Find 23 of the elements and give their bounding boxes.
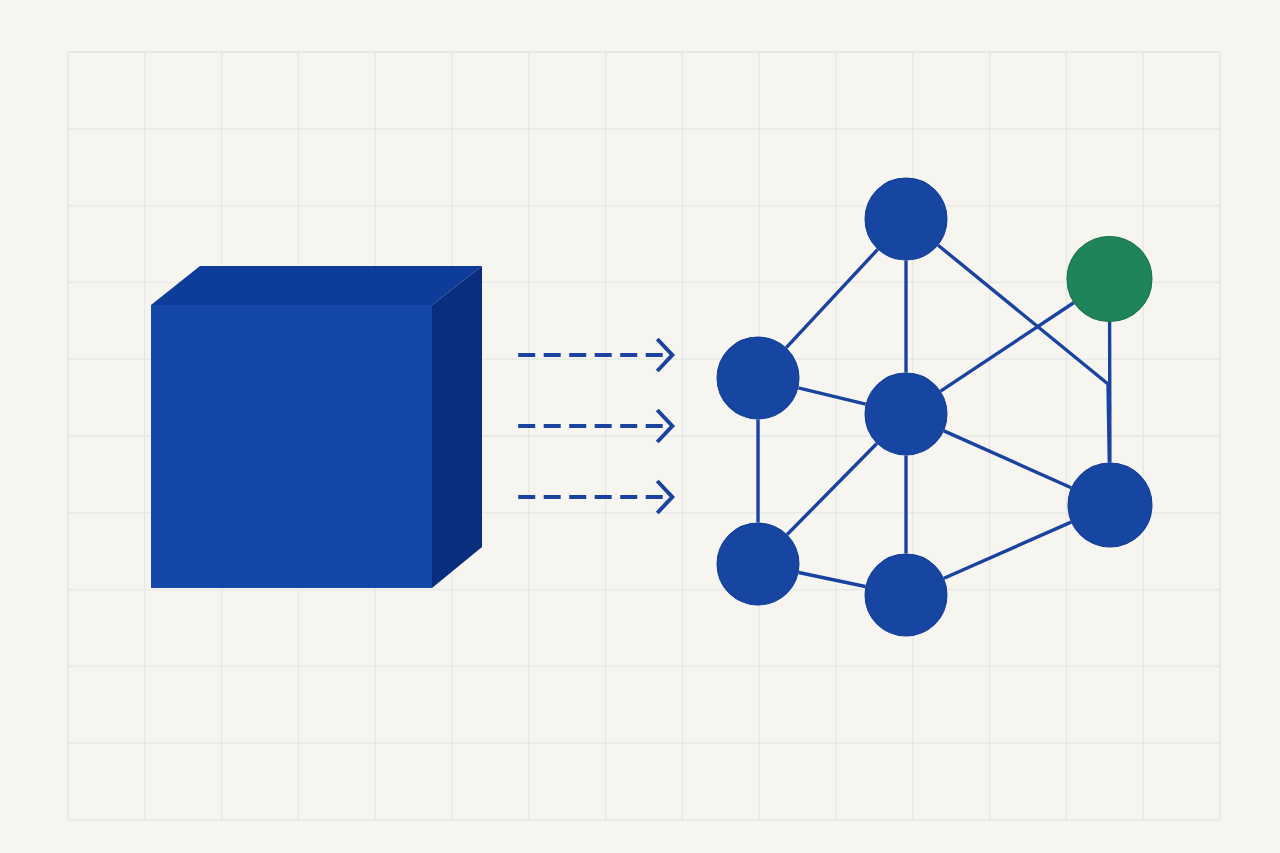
connector-line [943,520,1072,580]
circle [716,336,800,420]
connector-line [785,248,879,349]
circle [1067,462,1153,548]
dashed-arrow [518,408,675,444]
connector-line [904,260,908,373]
dashed-arrow [518,337,675,373]
connector-line [937,243,1111,463]
circle [864,177,948,261]
connector-line [756,419,760,523]
connector-line [798,570,866,589]
cube [151,266,482,588]
connector-line [1107,322,1112,463]
circle [716,522,800,606]
connector-line [904,455,908,554]
connector-line [939,301,1075,393]
dashed-arrow [518,479,675,515]
connector-line [797,386,867,406]
circle [864,372,948,456]
connector-line [785,442,879,536]
connector-line [943,429,1072,490]
circle [864,553,948,637]
circle [1066,236,1153,322]
